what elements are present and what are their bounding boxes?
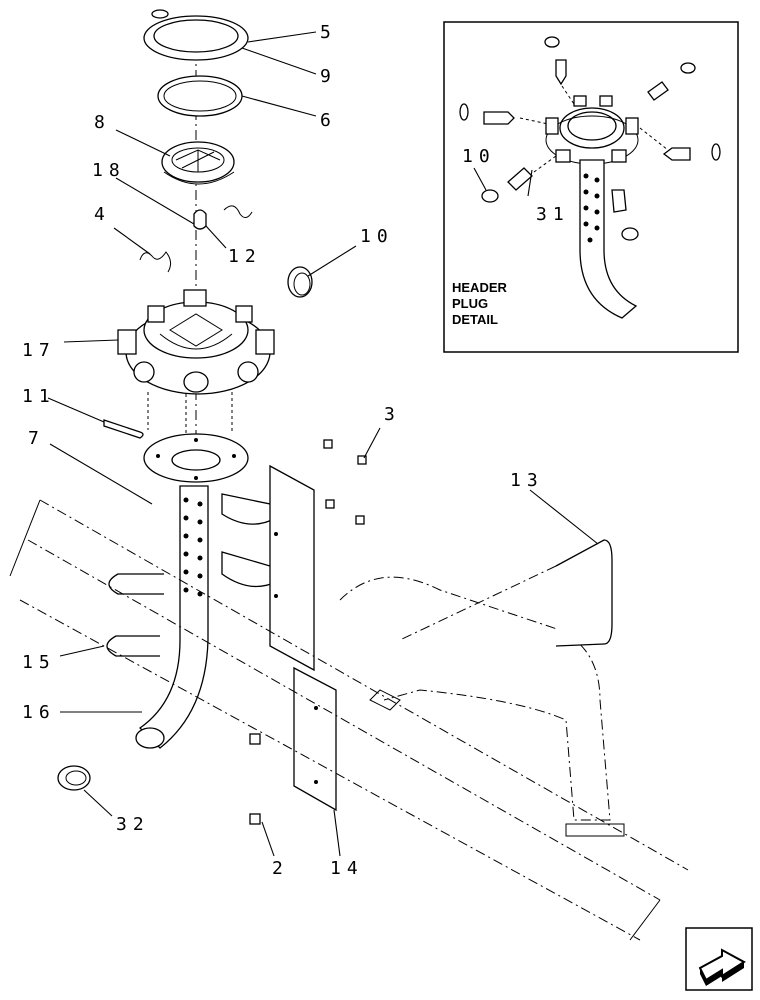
frame-bracket bbox=[339, 576, 625, 837]
cap bbox=[143, 9, 249, 61]
hose-clamp bbox=[57, 765, 91, 791]
detail-title-line-3: DETAIL bbox=[452, 312, 498, 327]
nut-group bbox=[249, 439, 367, 825]
callout-7: 7 bbox=[28, 428, 45, 449]
callout-11: 11 bbox=[22, 386, 56, 407]
callout-10: 10 bbox=[360, 226, 394, 247]
callout-16: 16 bbox=[22, 702, 56, 723]
callout-3: 3 bbox=[384, 404, 401, 425]
callout-5: 5 bbox=[320, 22, 337, 43]
clip bbox=[193, 209, 207, 230]
page-turn-arrow-icon[interactable] bbox=[685, 927, 753, 991]
callout-32: 32 bbox=[116, 814, 150, 835]
mounting-flange bbox=[143, 433, 249, 483]
frame-beam bbox=[9, 499, 689, 941]
lock-pin bbox=[103, 419, 144, 439]
callout-6: 6 bbox=[320, 110, 337, 131]
callout-4: 4 bbox=[94, 204, 111, 225]
spring-clip bbox=[139, 251, 172, 273]
distributor bbox=[161, 141, 235, 185]
callout-2: 2 bbox=[272, 858, 289, 879]
gasket bbox=[157, 75, 243, 117]
callout-detail-31: 31 bbox=[536, 204, 570, 225]
mounting-plate bbox=[269, 464, 337, 812]
header-manifold bbox=[117, 289, 275, 395]
header-plug-detail-inset: 10 31 HEADER PLUG DETAIL bbox=[443, 21, 739, 353]
callout-15: 15 bbox=[22, 652, 56, 673]
clamp-ring bbox=[287, 266, 313, 298]
callout-18: 18 bbox=[92, 160, 126, 181]
u-bolt-upper bbox=[108, 573, 164, 595]
u-bar bbox=[555, 539, 613, 647]
callout-8: 8 bbox=[94, 112, 111, 133]
perforated-tube bbox=[135, 485, 209, 749]
saddle-upper bbox=[221, 493, 277, 525]
callout-17: 17 bbox=[22, 340, 56, 361]
callout-9: 9 bbox=[320, 66, 337, 87]
u-bolt-lower bbox=[106, 635, 160, 657]
callout-12: 12 bbox=[228, 246, 262, 267]
detail-title-line-1: HEADER bbox=[452, 280, 508, 295]
callout-14: 14 bbox=[330, 858, 364, 879]
callout-detail-10: 10 bbox=[462, 146, 496, 167]
detail-title-line-2: PLUG bbox=[452, 296, 488, 311]
saddle-lower bbox=[221, 551, 277, 588]
spring-pin bbox=[223, 205, 253, 218]
callout-13: 13 bbox=[510, 470, 544, 491]
